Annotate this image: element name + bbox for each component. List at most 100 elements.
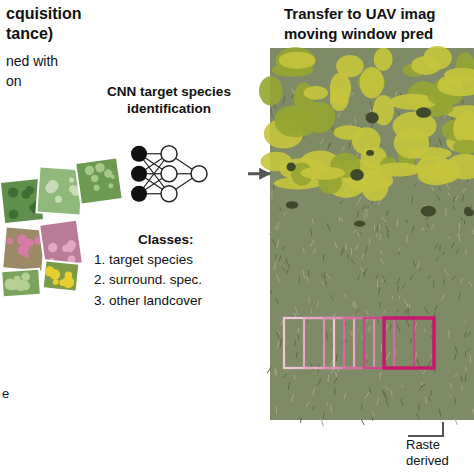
- grass-texture: [377, 319, 378, 323]
- grass-texture: [448, 330, 449, 337]
- grass-texture: [310, 308, 312, 314]
- grass-texture: [284, 374, 287, 378]
- grass-texture: [323, 254, 324, 260]
- grass-texture: [376, 234, 377, 238]
- shrub-patch: [300, 166, 345, 179]
- grass-texture: [424, 328, 426, 333]
- grass-texture: [467, 332, 471, 337]
- grass-texture: [444, 269, 448, 275]
- grass-texture: [428, 275, 431, 279]
- grass-texture: [332, 369, 334, 373]
- grass-texture: [455, 196, 457, 200]
- grass-texture: [340, 200, 343, 204]
- grass-texture: [358, 232, 360, 237]
- class-item: 2. surround. spec.: [94, 270, 244, 290]
- grass-texture: [365, 310, 368, 315]
- grass-texture: [472, 228, 474, 235]
- grass-texture: [323, 413, 325, 419]
- grass-texture: [343, 293, 347, 297]
- grass-texture: [318, 378, 321, 385]
- grass-texture: [359, 232, 361, 235]
- grass-texture: [362, 252, 365, 258]
- grass-texture: [335, 372, 336, 378]
- grass-texture: [469, 282, 472, 287]
- photo-detail: [53, 279, 59, 285]
- shadow-patch: [366, 150, 374, 156]
- grass-texture: [271, 109, 273, 117]
- grass-texture: [327, 275, 331, 280]
- grass-texture: [431, 325, 432, 328]
- grass-texture: [276, 275, 279, 282]
- flow-arrow: [248, 172, 270, 175]
- grass-texture: [387, 231, 389, 238]
- grass-texture: [338, 112, 341, 117]
- shrub-patch: [275, 47, 315, 74]
- grass-texture: [433, 280, 435, 288]
- grass-texture: [369, 238, 370, 244]
- grass-texture: [380, 258, 384, 264]
- shadow-patch: [286, 162, 295, 171]
- grass-texture: [384, 310, 385, 313]
- grass-texture: [342, 146, 345, 151]
- grass-texture: [445, 208, 446, 216]
- photo-detail: [25, 186, 34, 195]
- grass-texture: [418, 404, 419, 411]
- grass-texture: [421, 382, 422, 385]
- grass-texture: [449, 395, 452, 398]
- grass-texture: [428, 361, 431, 367]
- grass-texture: [428, 397, 432, 401]
- grass-texture: [330, 295, 333, 300]
- grass-texture: [327, 402, 328, 405]
- class-item: 1. target species: [94, 250, 244, 270]
- photo-frame: [43, 260, 80, 291]
- grass-texture: [312, 219, 314, 224]
- grass-texture: [412, 226, 415, 233]
- grass-texture: [350, 330, 353, 336]
- grass-texture: [353, 230, 356, 233]
- photo-frame: [2, 226, 46, 271]
- uav-image-panel: Transfer to UAV imag moving window pred: [270, 0, 474, 420]
- class-item: 3. other landcover: [94, 291, 244, 311]
- grass-texture: [339, 217, 340, 222]
- grass-texture: [274, 368, 276, 375]
- grass-texture: [377, 225, 378, 232]
- shrub-patch: [304, 86, 328, 100]
- grass-texture: [459, 292, 461, 299]
- shrub-patch: [444, 68, 474, 82]
- grass-texture: [303, 247, 304, 252]
- shrub-patch: [336, 55, 364, 77]
- grass-texture: [295, 340, 296, 346]
- grass-texture: [270, 231, 271, 234]
- grass-texture: [410, 275, 412, 280]
- input-neuron: [131, 146, 147, 162]
- photo-detail: [6, 238, 13, 245]
- grass-texture: [459, 223, 460, 231]
- plant-photo: [75, 157, 122, 204]
- moving-window: [324, 318, 374, 368]
- grass-texture: [310, 240, 314, 247]
- grass-texture: [311, 363, 314, 370]
- grass-texture: [328, 143, 332, 150]
- grass-texture: [283, 246, 285, 250]
- grass-texture: [390, 389, 392, 396]
- grass-texture: [397, 286, 399, 291]
- grass-texture: [308, 270, 309, 276]
- grass-texture: [462, 194, 464, 202]
- grass-texture: [279, 255, 281, 261]
- grass-texture: [439, 187, 441, 191]
- photo-detail: [4, 278, 17, 291]
- grass-texture: [303, 270, 305, 278]
- grass-texture: [330, 328, 333, 331]
- grass-texture: [351, 259, 355, 265]
- panel-title: Transfer to UAV imag moving window pred: [274, 2, 470, 43]
- grass-texture: [325, 281, 327, 286]
- classes-heading: Classes:: [94, 230, 244, 250]
- grass-texture: [430, 353, 432, 357]
- grass-texture: [455, 346, 457, 353]
- photo-detail: [21, 272, 30, 281]
- shrub-patch: [361, 173, 388, 201]
- photo-detail: [7, 187, 18, 198]
- grass-texture: [465, 351, 467, 356]
- grass-texture: [450, 383, 451, 388]
